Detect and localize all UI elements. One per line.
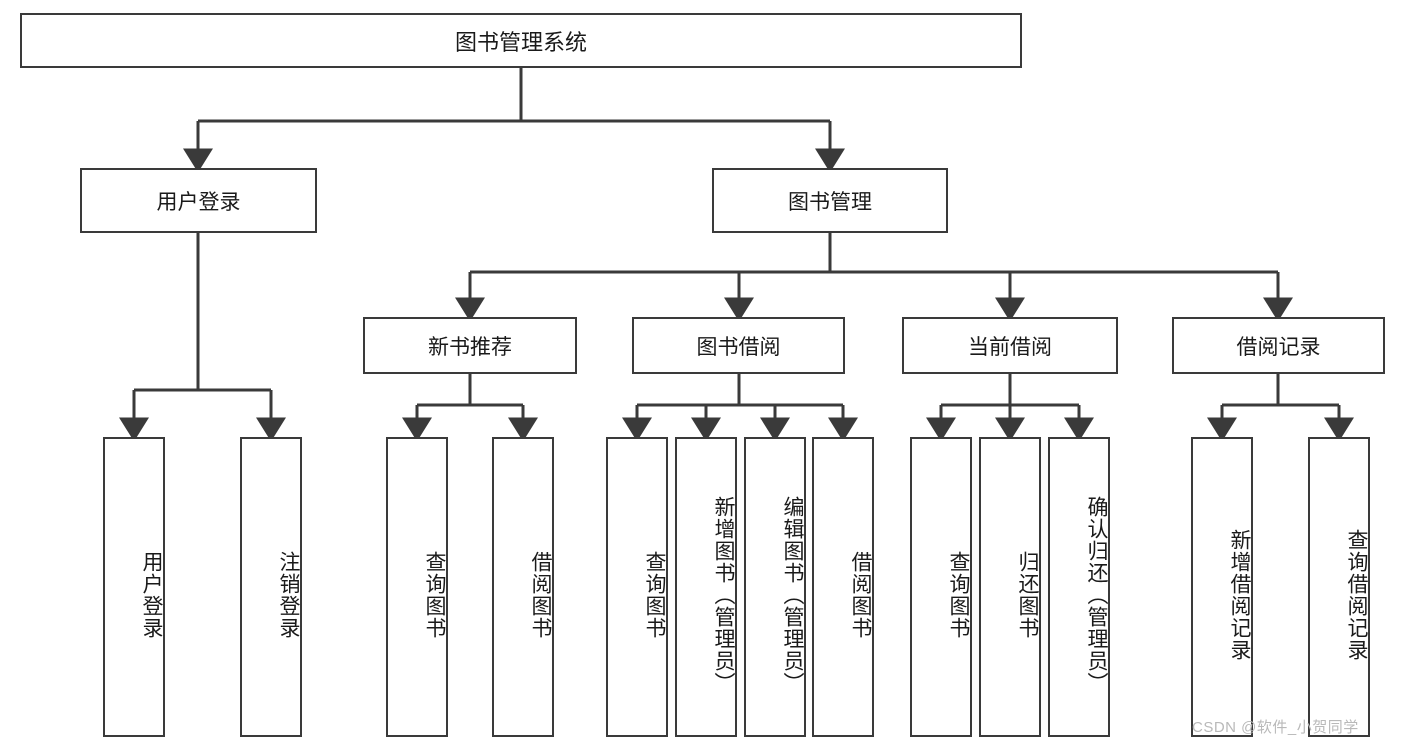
node-label: 查询图书 [423,551,446,639]
node-label: 用户登录 [156,190,241,214]
leaf-add-borrow-record[interactable]: 新增借阅记录 [1191,437,1253,737]
leaf-query-book-borrow[interactable]: 查询图书 [606,437,668,737]
node-label: 用户登录 [140,551,163,639]
node-label: 图书借阅 [696,335,781,359]
node-label: 查询图书 [947,551,970,639]
csdn-watermark: CSDN @软件_小贺同学 [1192,719,1359,736]
leaf-edit-book-admin[interactable]: 编辑图书（管理员） [744,437,806,737]
node-label: 注销登录 [277,551,300,639]
node-label: 图书管理系统 [454,29,587,55]
node-label: 图书管理 [788,190,872,214]
leaf-borrow-book[interactable]: 借阅图书 [812,437,874,737]
leaf-add-book-admin[interactable]: 新增图书（管理员） [675,437,737,737]
node-label: 借阅图书 [529,551,552,639]
node-label: 新书推荐 [428,335,512,359]
node-root-system[interactable]: 图书管理系统 [20,13,1022,68]
node-label: 归还图书 [1016,551,1039,639]
node-book-management[interactable]: 图书管理 [712,168,948,233]
leaf-user-login[interactable]: 用户登录 [103,437,165,737]
node-borrow-record[interactable]: 借阅记录 [1172,317,1385,374]
node-label: 编辑图书（管理员） [781,496,804,694]
node-label: 查询借阅记录 [1345,529,1368,661]
node-book-borrow[interactable]: 图书借阅 [632,317,845,374]
node-label: 借阅记录 [1236,335,1321,359]
leaf-query-borrow-record[interactable]: 查询借阅记录 [1308,437,1370,737]
leaf-borrow-book-rec[interactable]: 借阅图书 [492,437,554,737]
node-label: 确认归还（管理员） [1085,496,1108,694]
leaf-logout[interactable]: 注销登录 [240,437,302,737]
node-label: 当前借阅 [968,335,1052,359]
node-label: 新增图书（管理员） [712,496,735,694]
leaf-confirm-return-admin[interactable]: 确认归还（管理员） [1048,437,1110,737]
node-current-borrow[interactable]: 当前借阅 [902,317,1118,374]
leaf-query-book-current[interactable]: 查询图书 [910,437,972,737]
node-label: 新增借阅记录 [1228,529,1251,661]
node-new-book-recommend[interactable]: 新书推荐 [363,317,577,374]
leaf-query-book-rec[interactable]: 查询图书 [386,437,448,737]
node-label: 查询图书 [643,551,666,639]
leaf-return-book[interactable]: 归还图书 [979,437,1041,737]
node-user-login[interactable]: 用户登录 [80,168,317,233]
node-label: 借阅图书 [849,551,872,639]
